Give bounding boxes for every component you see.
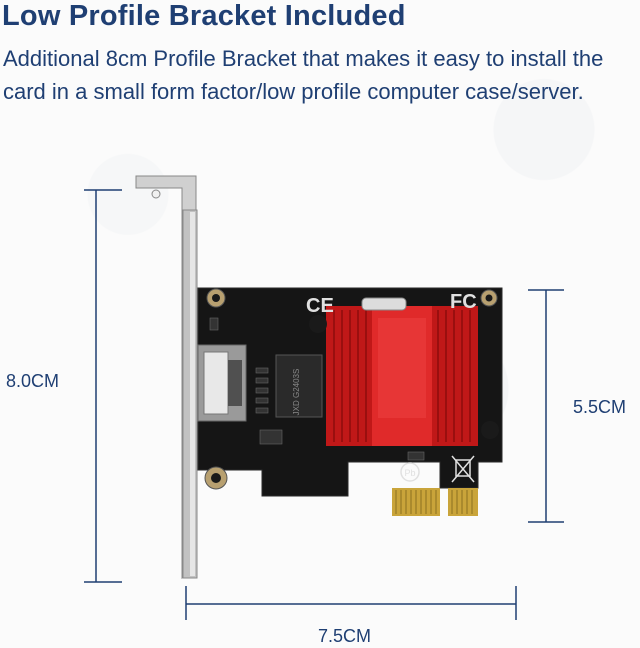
ce-mark-icon: CE	[306, 295, 334, 317]
mounting-holes	[204, 288, 498, 490]
card-width-label: 7.5CM	[318, 626, 372, 646]
fcc-mark-icon: FC	[450, 291, 477, 313]
ethernet-port-icon	[197, 344, 247, 422]
dimension-lines	[84, 189, 564, 620]
bracket-height-label: 8.0CM	[6, 371, 60, 391]
svg-text:Pb: Pb	[404, 468, 415, 478]
description: Additional 8cm Profile Bracket that make…	[3, 46, 604, 104]
card-height-label: 5.5CM	[573, 397, 627, 417]
heatsink	[309, 297, 499, 446]
weee-bin-icon	[451, 455, 475, 483]
headline: Low Profile Bracket Included	[2, 0, 406, 32]
bracket	[135, 175, 198, 579]
svg-text:JXD G2403S: JXD G2403S	[292, 369, 301, 416]
pb-free-icon: Pb	[400, 462, 420, 482]
transformer-chip: JXD G2403S	[275, 354, 323, 418]
gold-contacts-key	[448, 488, 478, 516]
